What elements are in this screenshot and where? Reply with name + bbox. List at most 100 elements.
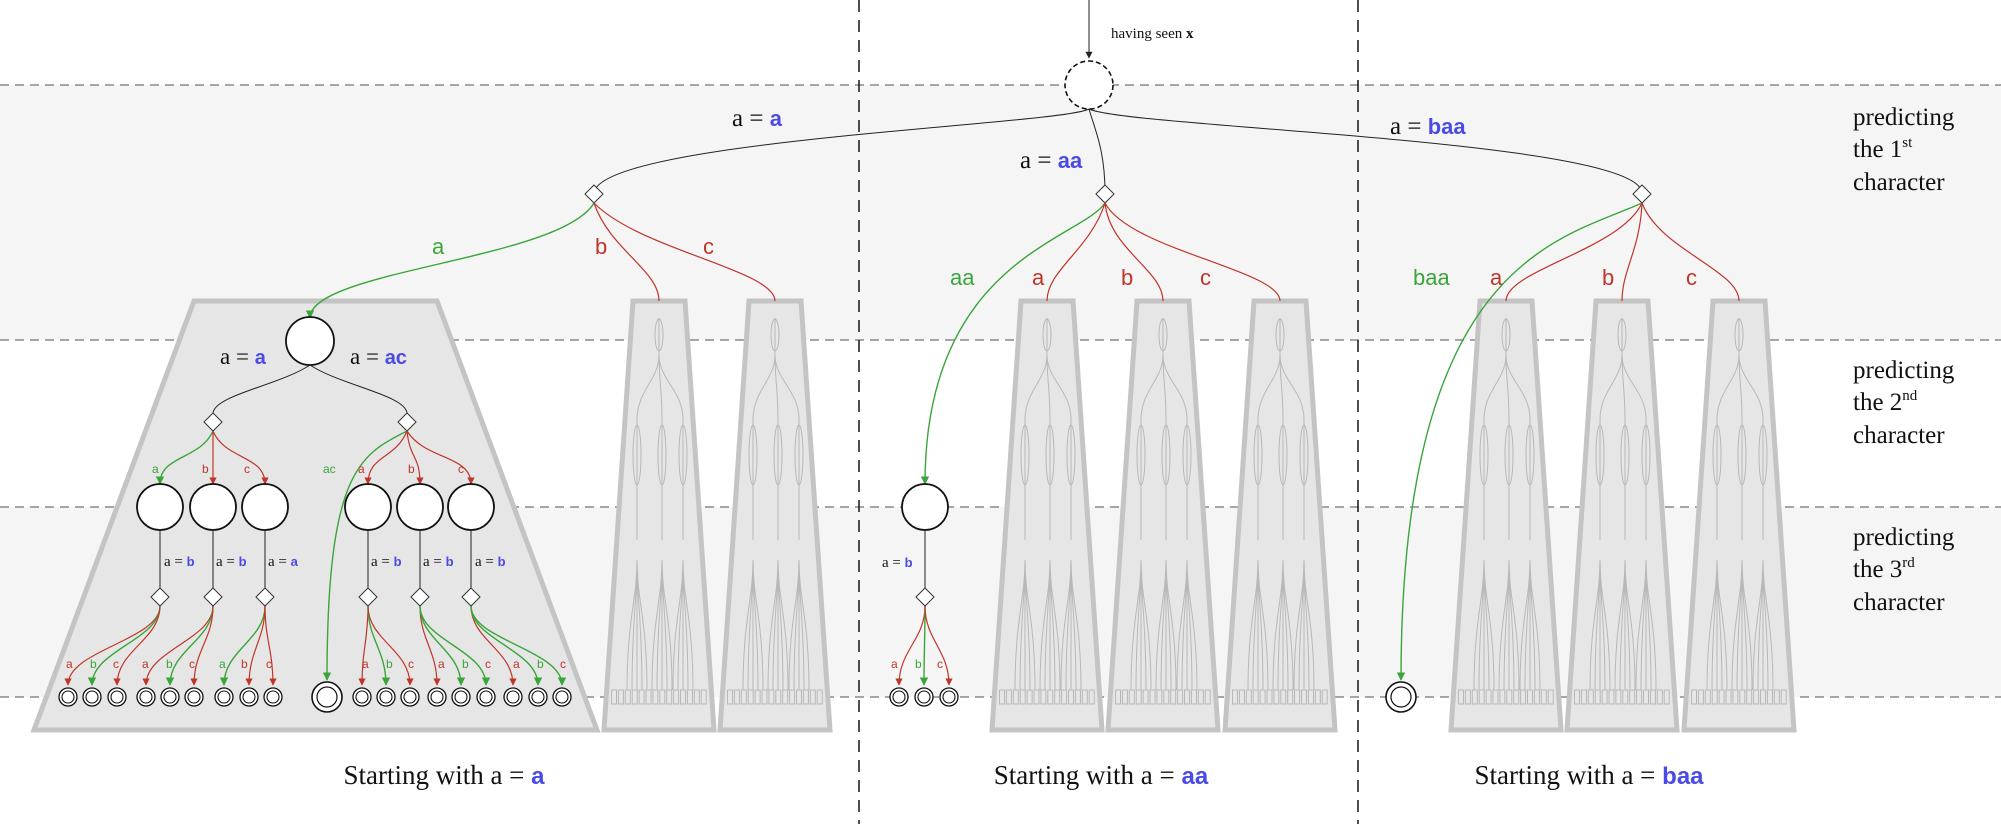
subtree-leaf xyxy=(1739,689,1746,705)
subtree-node xyxy=(632,424,642,486)
edge-label: c xyxy=(244,462,250,476)
subtree-edge xyxy=(1599,354,1623,421)
final-node-inner xyxy=(355,690,369,704)
subtree-node xyxy=(1161,424,1171,486)
subtree-leaf xyxy=(1121,689,1128,705)
subtree-edge xyxy=(1645,559,1657,691)
tree-edge xyxy=(367,605,391,686)
edge-label: c xyxy=(703,234,714,259)
subtree-leaf xyxy=(1663,689,1670,705)
final-node-inner xyxy=(139,690,153,704)
subtree-leaf xyxy=(1766,689,1773,705)
tree-edge xyxy=(155,430,214,485)
edge-label: b xyxy=(408,462,415,476)
subtree-leaf xyxy=(1307,689,1314,705)
final-node-inner xyxy=(61,690,75,704)
subtree-leaf xyxy=(1061,689,1068,705)
tree-edge xyxy=(924,605,953,686)
edge-label: b xyxy=(915,657,922,671)
edge-label: a xyxy=(362,657,369,671)
tree-edge xyxy=(919,605,929,686)
row-label-1: predicting the 1st character xyxy=(1853,104,1961,196)
edge-label: aa xyxy=(950,265,975,290)
subtree-edge xyxy=(1140,559,1152,691)
edge-label: a xyxy=(513,657,520,671)
edge-label: ac xyxy=(323,462,336,476)
subtree-leaf xyxy=(1513,689,1520,705)
tree-edge xyxy=(245,605,266,686)
subtree-leaf xyxy=(686,689,693,705)
collapsed-subtrees xyxy=(30,298,1797,733)
subtree-edge xyxy=(1508,559,1520,691)
subtree-leaf xyxy=(1718,689,1725,705)
subtree-edge xyxy=(1741,559,1753,691)
subtree-leaf xyxy=(1184,689,1190,705)
tree-edge xyxy=(920,202,1106,485)
subtree-node xyxy=(1712,424,1722,486)
row-label-2: predicting the 2nd character xyxy=(1853,357,1961,449)
tree-edge xyxy=(593,202,776,302)
final-node-inner xyxy=(85,690,99,704)
subtree-a-root xyxy=(285,316,335,366)
subtree-leaf xyxy=(1649,689,1656,705)
subtree-leaf xyxy=(1266,689,1273,705)
collapsed-subtree xyxy=(1222,298,1338,733)
subtree-leaf xyxy=(1033,689,1040,705)
tree-edge xyxy=(64,605,161,686)
subtree-node xyxy=(748,424,758,486)
subtree-leaf xyxy=(1005,689,1012,705)
subtree-node xyxy=(1525,424,1535,486)
tree-edge xyxy=(322,430,408,681)
subtree-edge xyxy=(1257,559,1269,691)
subtree-node xyxy=(1136,424,1146,486)
final-node-inner xyxy=(942,690,956,704)
final-node xyxy=(1385,681,1417,713)
subtree-edge xyxy=(798,559,810,691)
subtree-leaf xyxy=(1197,689,1204,705)
final-node-inner xyxy=(531,690,545,704)
assign-node: a = b xyxy=(371,554,402,570)
tree-edge xyxy=(219,605,266,686)
subtree-leaf xyxy=(1301,689,1307,705)
state-node xyxy=(189,483,237,531)
assign-node: a = a xyxy=(268,554,299,570)
collapsed-subtree xyxy=(1564,298,1680,733)
subtree-leaf xyxy=(673,689,680,705)
tree-edge xyxy=(87,605,161,686)
subtree-leaf xyxy=(727,689,733,705)
subtree-leaf xyxy=(1746,689,1753,705)
subtree-leaf xyxy=(1163,689,1170,705)
search-tree xyxy=(58,0,1740,713)
subtree-leaf xyxy=(1238,689,1245,705)
subtree-leaf xyxy=(1156,689,1163,705)
subtree-edge xyxy=(636,354,660,421)
leaf-labels-group-a: a b c a b c a b c a b c a b c a b c xyxy=(66,657,566,671)
subtree-node xyxy=(1042,318,1052,352)
subtree-leaf xyxy=(1081,689,1088,705)
final-node-inner xyxy=(430,690,444,704)
collapsed-subtree xyxy=(1681,298,1797,733)
final-node-inner xyxy=(454,690,468,704)
subtree-leaf xyxy=(1170,689,1177,705)
subtree-edge xyxy=(1762,559,1774,691)
tree-edge xyxy=(1505,202,1643,302)
subtree-leaf xyxy=(1478,689,1485,705)
subtree-node xyxy=(1734,318,1744,352)
subtree-edge xyxy=(1046,354,1072,421)
subtree-leaf xyxy=(1492,689,1499,705)
subtree-leaf xyxy=(1753,689,1760,705)
subtree-edge xyxy=(752,559,764,691)
band-row-1 xyxy=(0,85,2001,340)
edge-label: c xyxy=(560,657,566,671)
subtree-leaf xyxy=(1520,689,1527,705)
subtree-leaf xyxy=(617,689,624,705)
subtree-leaf xyxy=(1471,689,1478,705)
subtree-leaf xyxy=(1580,689,1587,705)
assign-inner-ac: a = ac xyxy=(350,344,407,369)
subtree-leaf xyxy=(1711,689,1718,705)
final-node-inner xyxy=(242,690,256,704)
subtree-leaf xyxy=(1615,689,1622,705)
subtree-edge xyxy=(1257,354,1281,421)
subtree-leaf xyxy=(1012,689,1019,705)
